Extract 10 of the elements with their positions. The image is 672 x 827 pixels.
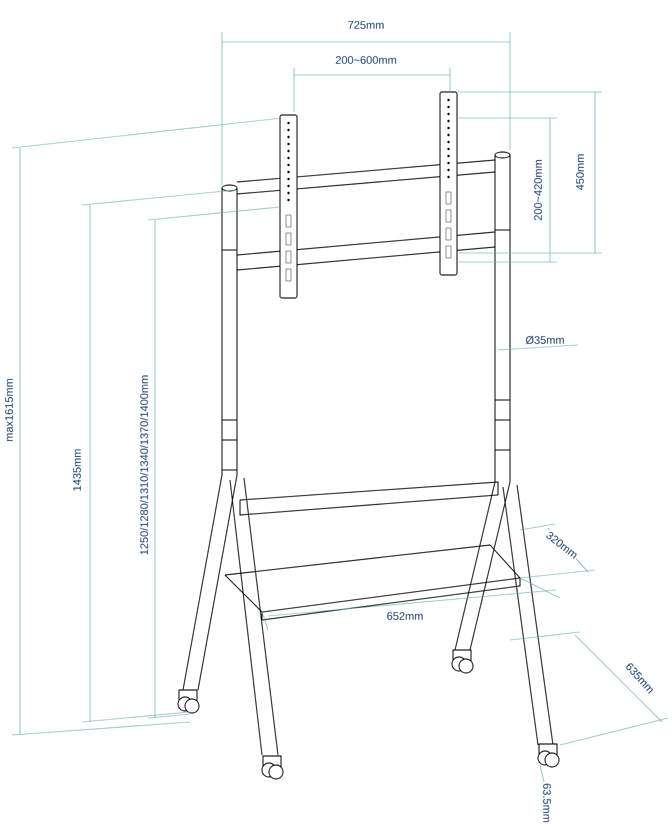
dimension-label: 450mm <box>575 152 585 192</box>
dimension-label: 200~600mm <box>334 55 398 65</box>
dimension-label: 652mm <box>386 611 424 621</box>
dimension-label: 63.5mm <box>542 782 552 824</box>
dimension-label: 200~420mm <box>533 158 543 222</box>
dimension-label: Ø35mm <box>524 334 566 346</box>
dimension-label: 725mm <box>346 20 386 30</box>
dimension-label: max1615mm <box>4 377 14 443</box>
dimension-label: 1435mm <box>72 448 82 492</box>
dimension-label: 1250/1280/1310/1340/1370/1400mm <box>138 374 150 556</box>
